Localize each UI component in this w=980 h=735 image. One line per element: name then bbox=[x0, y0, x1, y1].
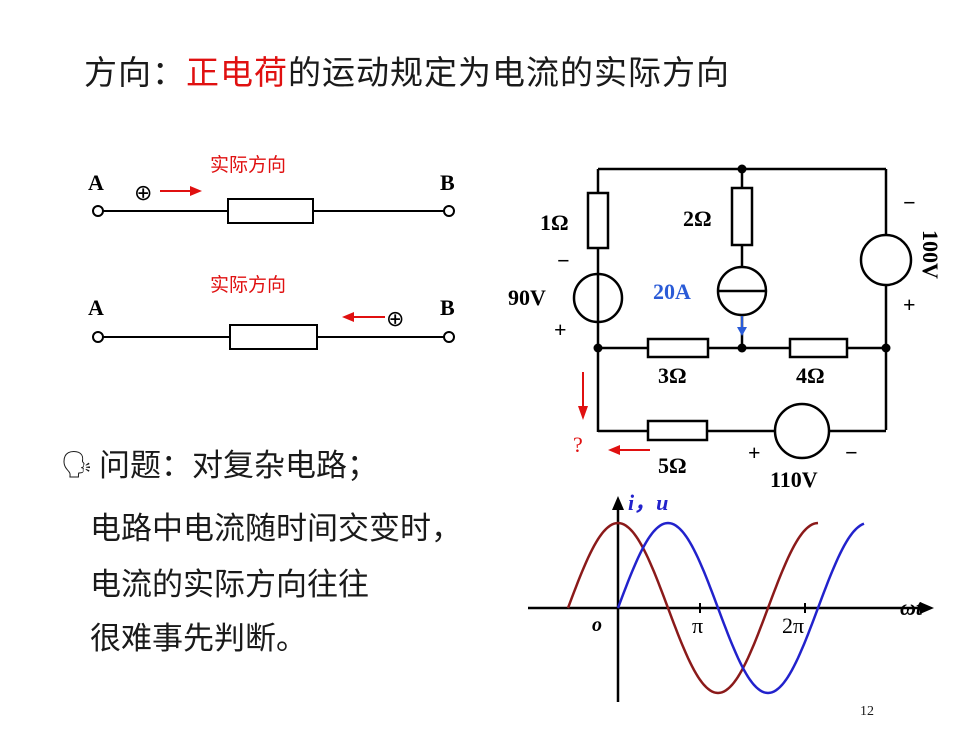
arrow-left-icon bbox=[608, 445, 620, 455]
terminal-a-1: A bbox=[88, 170, 104, 195]
plus-110v: + bbox=[748, 440, 761, 465]
minus-110v: − bbox=[845, 440, 858, 465]
minus-100v: − bbox=[903, 190, 916, 215]
arrow-down-icon bbox=[578, 406, 588, 420]
body-line-3: 很难事先判断。 bbox=[90, 621, 307, 657]
i20-label: 20A bbox=[653, 279, 691, 304]
waveform-plot: i，u ωt o π 2π bbox=[528, 490, 934, 702]
page-number: 12 bbox=[860, 704, 874, 719]
r5-label: 5Ω bbox=[658, 453, 687, 478]
resistor-2 bbox=[229, 324, 318, 350]
pi-label: π bbox=[692, 613, 703, 638]
title-highlight: 正电荷 bbox=[186, 53, 288, 92]
terminal-b-2: B bbox=[440, 295, 455, 320]
y-axis-label: i，u bbox=[628, 490, 668, 515]
simple-circuit-2: 实际方向 A B ⊕ bbox=[88, 274, 455, 350]
body-line-1: 电路中电流随时间交变时， bbox=[90, 511, 462, 547]
minus-90v: − bbox=[557, 248, 570, 273]
plus-90v: + bbox=[554, 317, 567, 342]
complex-circuit: 1Ω 2Ω − 90V + 20A − 100V + 3Ω 4Ω ? 5Ω + … bbox=[508, 164, 943, 492]
two-pi-label: 2π bbox=[782, 613, 804, 638]
title-suffix: 的运动规定为电流的实际方向 bbox=[288, 53, 730, 92]
r2-label: 2Ω bbox=[683, 206, 712, 231]
arrow-left-icon bbox=[342, 312, 354, 322]
page-title: 方向：正电荷的运动规定为电流的实际方向 bbox=[84, 46, 730, 94]
title-prefix: 方向： bbox=[84, 53, 186, 92]
simple-circuits: 实际方向 A B ⊕ 实际方向 A B ⊕ bbox=[88, 154, 455, 350]
speaker-icon: 🗣 bbox=[60, 450, 94, 480]
positive-charge-icon: ⊕ bbox=[134, 180, 152, 205]
v90-label: 90V bbox=[508, 285, 546, 310]
question-text: 问题：对复杂电路； bbox=[99, 448, 379, 484]
question-line: 🗣问题：对复杂电路； bbox=[60, 440, 378, 485]
terminal-b-1: B bbox=[440, 170, 455, 195]
positive-charge-icon: ⊕ bbox=[386, 306, 404, 331]
current-arrow-icon bbox=[737, 327, 747, 336]
current-curve bbox=[566, 521, 819, 695]
plus-100v: + bbox=[903, 292, 916, 317]
y-axis-arrow-icon bbox=[612, 496, 624, 510]
r3-label: 3Ω bbox=[658, 363, 687, 388]
body-line-2: 电流的实际方向往往 bbox=[90, 567, 369, 603]
resistor-1 bbox=[227, 198, 314, 224]
direction-label-2: 实际方向 bbox=[210, 274, 286, 296]
origin-label: o bbox=[592, 614, 602, 636]
simple-circuit-1: 实际方向 A B ⊕ bbox=[88, 154, 455, 224]
unknown-current: ? bbox=[573, 432, 583, 457]
direction-label-1: 实际方向 bbox=[210, 154, 286, 176]
v110-label: 110V bbox=[770, 467, 818, 492]
r1-label: 1Ω bbox=[540, 210, 569, 235]
arrow-right-icon bbox=[190, 186, 202, 196]
v100-label: 100V bbox=[918, 230, 943, 279]
circuit-nodes bbox=[593, 164, 891, 353]
r4-label: 4Ω bbox=[796, 363, 825, 388]
voltage-curve bbox=[616, 521, 865, 695]
x-axis-label: ωt bbox=[900, 595, 923, 620]
terminal-a-2: A bbox=[88, 295, 104, 320]
x-axis-arrow-icon bbox=[920, 602, 934, 614]
